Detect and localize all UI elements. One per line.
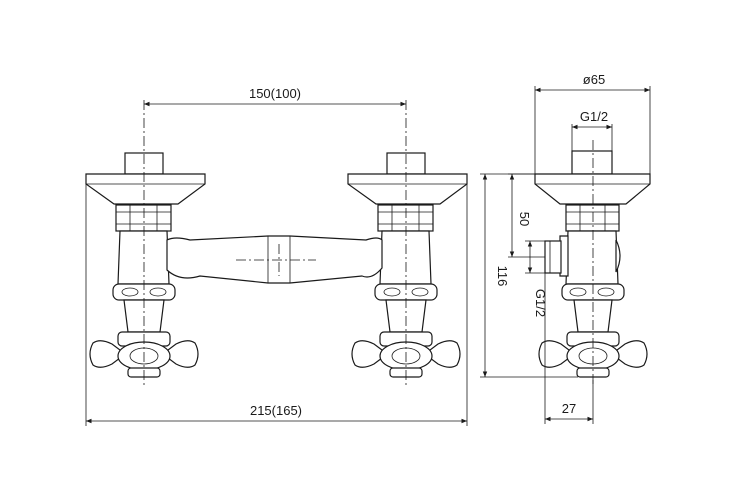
dimension-diameter: ø65 (534, 72, 651, 174)
dimension-thread-side-label: G1/2 (533, 289, 548, 317)
dimension-depth-27-label: 27 (562, 401, 576, 416)
side-view: ø65 G1/2 116 50 G1/2 (480, 72, 651, 424)
dimension-height-116: 116 (480, 173, 578, 378)
dimension-overall-width: 215(165) (85, 176, 468, 426)
dimension-thread-top: G1/2 (571, 109, 613, 151)
connecting-body (166, 235, 383, 284)
dimension-height-116-label: 116 (495, 266, 510, 287)
dimension-thread-top-label: G1/2 (580, 109, 608, 124)
dimension-center-distance-label: 150(100) (249, 86, 301, 101)
front-view: 150(100) 215(165) (85, 86, 468, 426)
dimension-overall-width-label: 215(165) (250, 403, 302, 418)
dimension-center-distance: 150(100) (144, 86, 406, 107)
dimension-thread-side: G1/2 (525, 240, 548, 317)
dimension-height-50-label: 50 (517, 212, 532, 226)
dimension-depth-27: 27 (544, 273, 594, 424)
right-valve (347, 152, 468, 378)
dimension-height-50: 50 (508, 173, 545, 258)
dimension-diameter-label: ø65 (583, 72, 605, 87)
